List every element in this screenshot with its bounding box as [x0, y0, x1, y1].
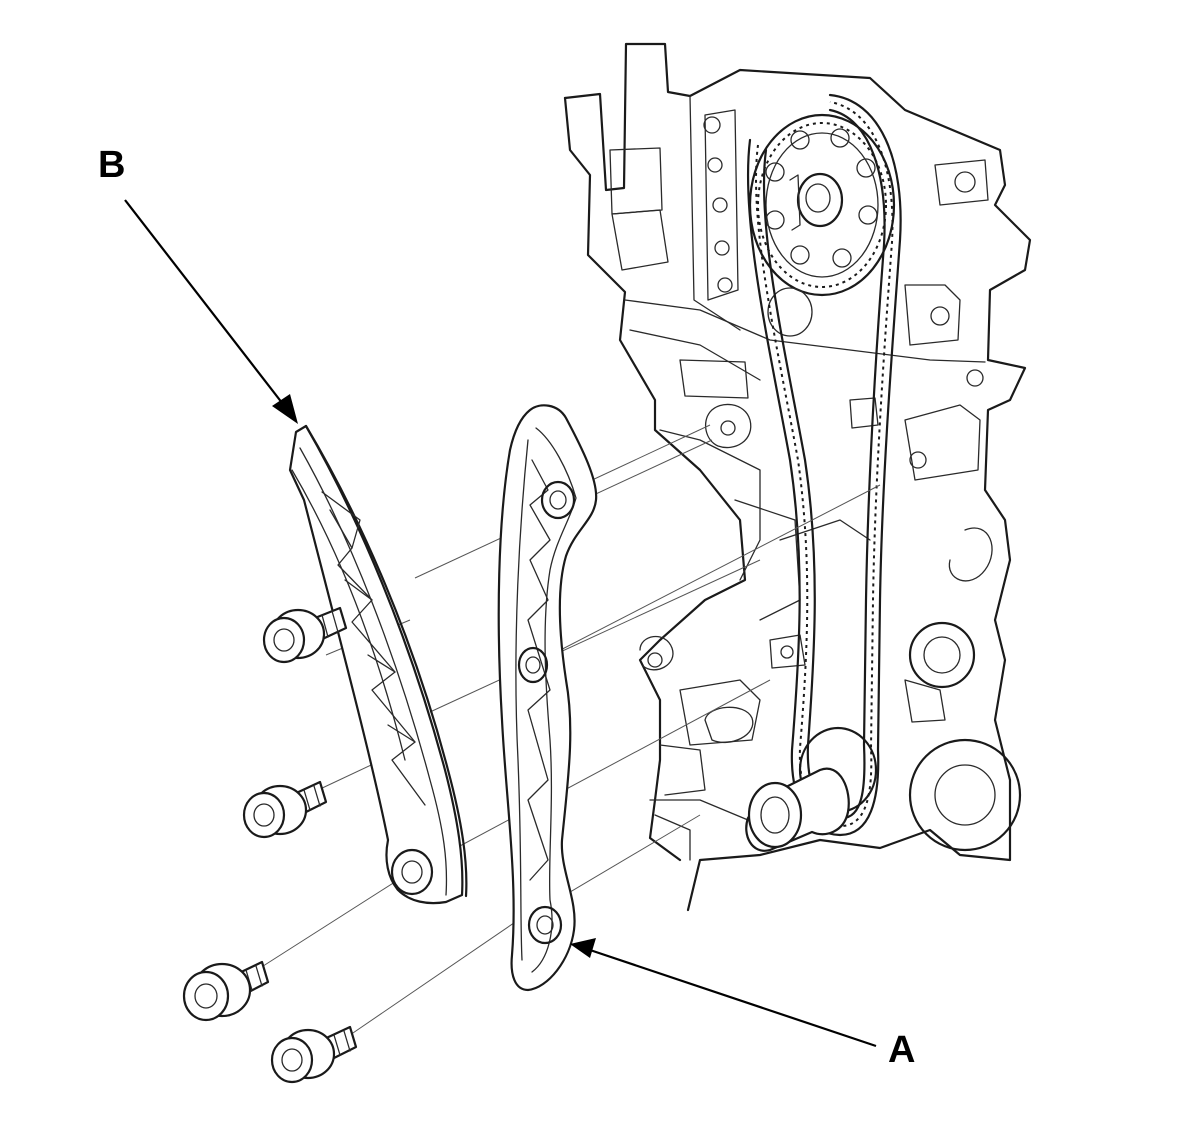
bolt-4 — [270, 1025, 358, 1084]
bolt-2 — [242, 780, 328, 839]
engine-block — [563, 42, 1032, 912]
leader-arrow-b — [124, 199, 298, 424]
leader-arrow-a — [570, 938, 877, 1048]
bolt-1 — [262, 606, 348, 664]
bolt-3 — [182, 960, 270, 1022]
camshaft-sprocket — [748, 113, 896, 337]
assembly-guide-lines — [259, 424, 881, 1036]
callout-label-b: B — [98, 144, 126, 186]
chain-guide-b — [288, 424, 468, 905]
crankshaft-sprocket — [745, 726, 878, 852]
tensioner-arm-a — [497, 404, 598, 992]
callout-label-a: A — [888, 1029, 916, 1071]
